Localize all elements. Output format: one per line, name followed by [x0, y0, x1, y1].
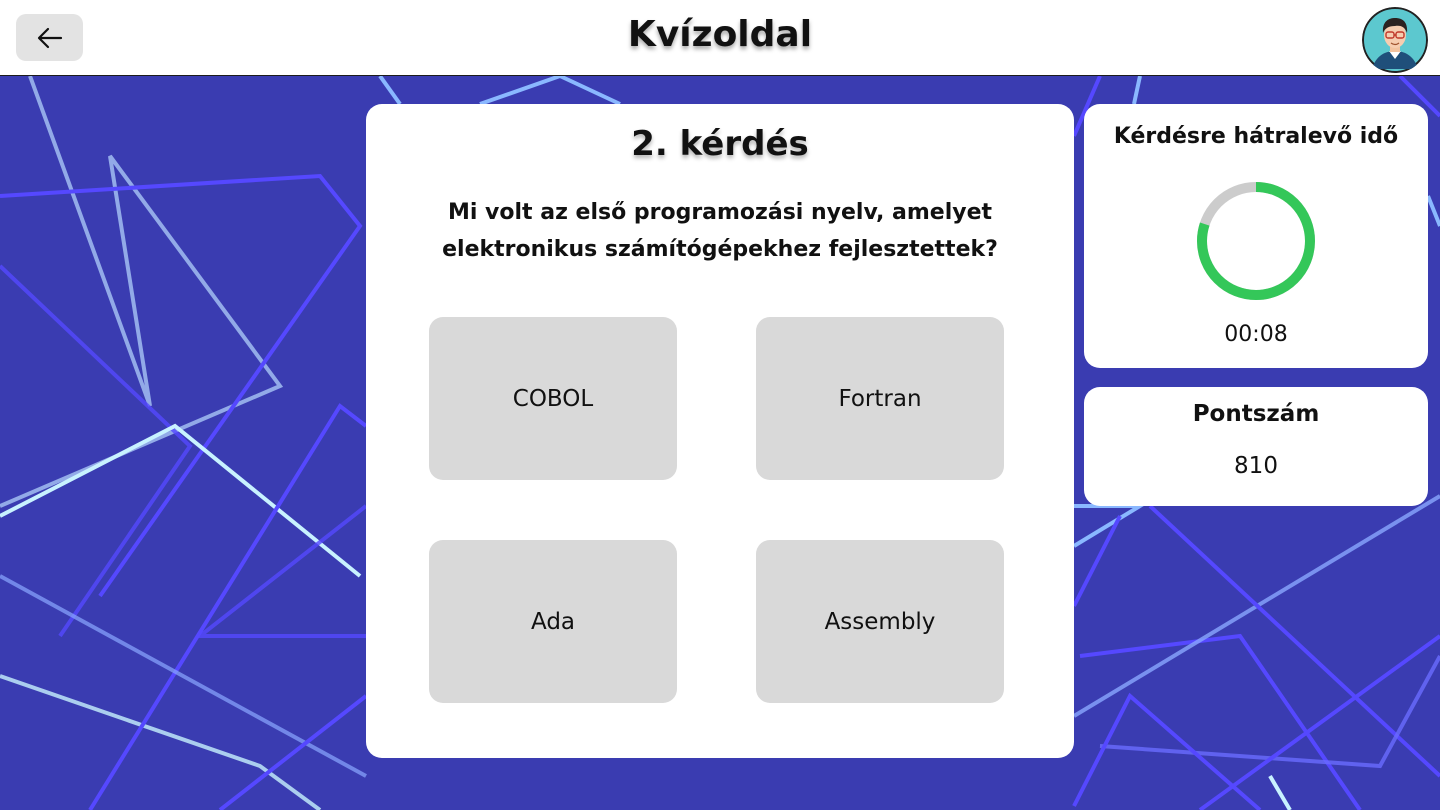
- answer-option-4[interactable]: Assembly: [756, 540, 1004, 703]
- timer-title: Kérdésre hátralevő idő: [1113, 124, 1399, 149]
- header-bar: Kvízoldal: [0, 0, 1440, 76]
- score-value: 810: [1234, 453, 1278, 479]
- arrow-left-icon: [37, 27, 62, 48]
- score-title: Pontszám: [1192, 401, 1320, 427]
- avatar-icon: [1362, 7, 1428, 73]
- timer-card: Kérdésre hátralevő idő 00:08: [1084, 104, 1428, 368]
- answer-option-2[interactable]: Fortran: [756, 317, 1004, 480]
- question-text: Mi volt az első programozási nyelv, amel…: [442, 200, 998, 262]
- quiz-stage: 2. kérdés Mi volt az első programozási n…: [0, 76, 1440, 810]
- back-button[interactable]: [16, 14, 83, 61]
- user-avatar[interactable]: [1362, 7, 1428, 73]
- background-lines: [0, 76, 1440, 810]
- timer-ring-progress: [1197, 182, 1315, 300]
- page-title: Kvízoldal: [627, 14, 813, 55]
- answer-option-3[interactable]: Ada: [429, 540, 677, 703]
- timer-ring: [1197, 182, 1315, 300]
- answer-option-1[interactable]: COBOL: [429, 317, 677, 480]
- question-card: 2. kérdés Mi volt az első programozási n…: [366, 104, 1074, 758]
- timer-value: 00:08: [1224, 322, 1288, 347]
- score-card: Pontszám 810: [1084, 387, 1428, 506]
- question-number: 2. kérdés: [631, 124, 809, 164]
